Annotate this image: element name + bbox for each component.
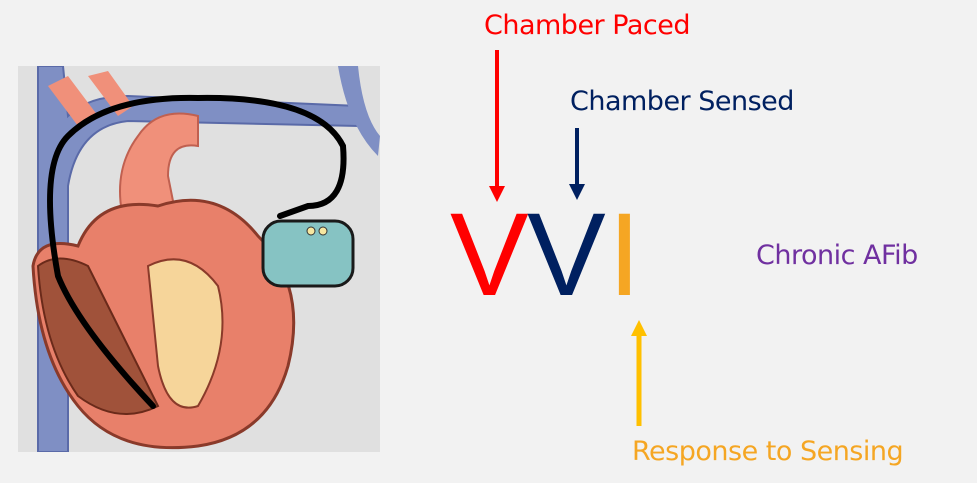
left-ventricle: [146, 258, 224, 409]
pacemaker-generator: [261, 219, 355, 288]
pacing-lead: [47, 94, 347, 409]
artery-branches: [48, 71, 133, 126]
heart-pacemaker-illustration: [18, 65, 380, 453]
sensed-arrow: [569, 128, 585, 200]
code-letter-sensed: V: [527, 189, 606, 321]
chamber-sensed-label: Chamber Sensed: [570, 86, 794, 117]
indication-label: Chronic AFib: [756, 240, 918, 271]
chamber-paced-label: Chamber Paced: [484, 10, 690, 41]
paced-arrow: [489, 50, 505, 202]
code-letter-response: I: [608, 189, 641, 321]
vein-branch: [338, 66, 380, 156]
response-arrow: [631, 320, 647, 426]
response-label: Response to Sensing: [632, 436, 904, 467]
code-letter-paced: V: [450, 189, 529, 321]
